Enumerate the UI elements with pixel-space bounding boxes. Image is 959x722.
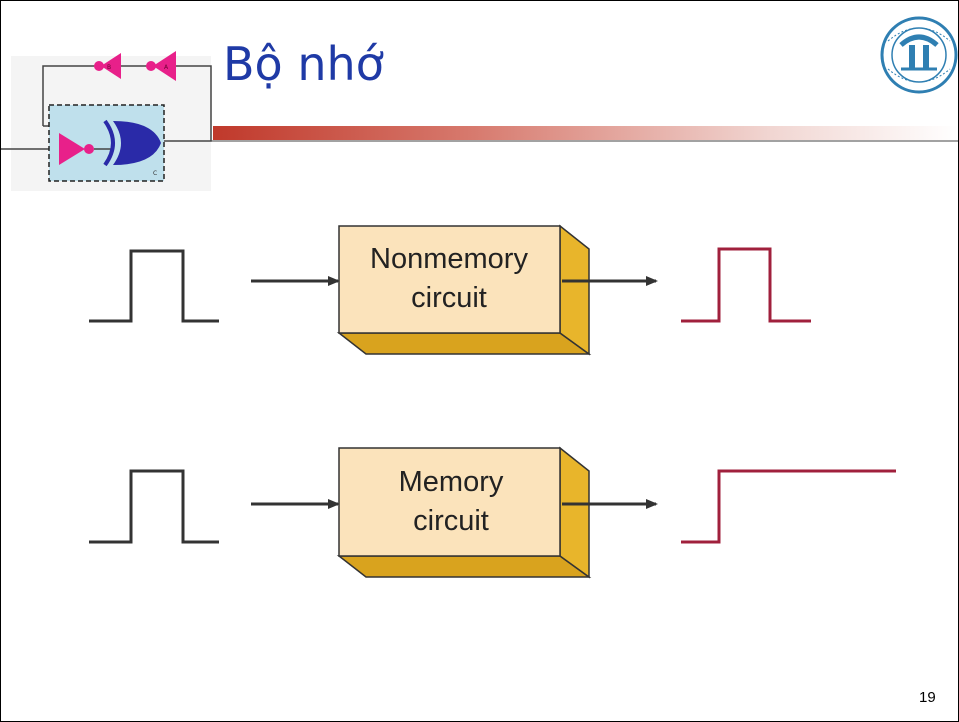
nonmemory-label-line1: Nonmemory: [370, 243, 528, 275]
buffer-a-icon: [153, 51, 176, 81]
logic-circuit-icon: B A C: [1, 51, 958, 191]
title-underline-bar: [213, 126, 958, 140]
memory-input-pulse: [89, 469, 219, 544]
nonmemory-input-pulse: [89, 249, 219, 323]
gate-label-a: A: [164, 64, 169, 71]
nonmemory-label-line2: circuit: [411, 282, 487, 314]
slide-title: Bộ nhớ: [223, 37, 384, 91]
inverter-icon: [59, 133, 85, 165]
page-number: 19: [919, 689, 936, 706]
nonmemory-box-side: [559, 224, 590, 356]
memory-box-side: [559, 446, 590, 579]
memory-box: [338, 447, 561, 557]
nonmemory-box: [338, 225, 561, 334]
nonmemory-row: [89, 224, 811, 356]
nonmemory-box-label: Nonmemory circuit: [341, 240, 557, 318]
xor-gate-icon: [113, 121, 161, 165]
memory-label-line1: Memory: [398, 466, 504, 498]
memory-row: [89, 446, 896, 579]
buffer-b-icon: [101, 53, 121, 79]
gate-label-b: B: [107, 64, 111, 71]
memory-box-label: Memory circuit: [343, 463, 559, 541]
memory-label-line2: circuit: [413, 505, 489, 537]
gate-label-c: C: [153, 170, 157, 177]
university-seal-logo: [880, 16, 958, 94]
memory-output-step: [681, 469, 896, 544]
nonmemory-output-pulse: [681, 247, 811, 323]
